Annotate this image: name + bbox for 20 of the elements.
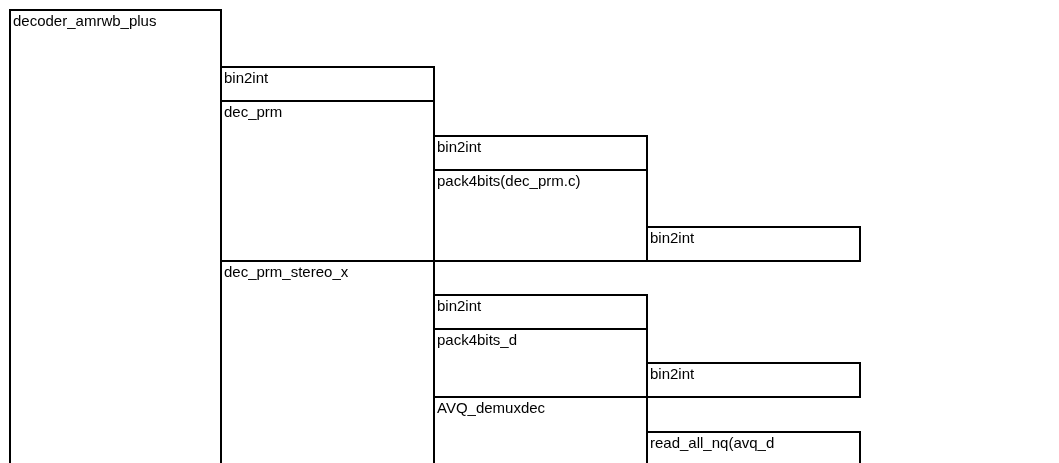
function-name: bin2int (649, 228, 696, 246)
function-name: bin2int (436, 137, 483, 155)
function-name: dec_prm_stereo_x (223, 262, 350, 280)
function-name: bin2int (436, 296, 483, 314)
function-box (9, 9, 222, 463)
function-box (220, 66, 435, 102)
function-box (646, 431, 861, 463)
function-name: dec_prm (223, 102, 284, 120)
function-box (646, 226, 861, 262)
function-name: read_all_nq(avq_d (649, 433, 776, 451)
function-name: pack4bits(dec_prm.c) (436, 171, 582, 189)
function-box (433, 169, 648, 262)
function-name: decoder_amrwb_plus (12, 11, 158, 29)
function-name: AVQ_demuxdec (436, 398, 547, 416)
function-box (433, 294, 648, 330)
function-box (433, 135, 648, 171)
function-name: pack4bits_d (436, 330, 519, 348)
function-box (646, 362, 861, 398)
function-name: bin2int (649, 364, 696, 382)
function-name: bin2int (223, 68, 270, 86)
